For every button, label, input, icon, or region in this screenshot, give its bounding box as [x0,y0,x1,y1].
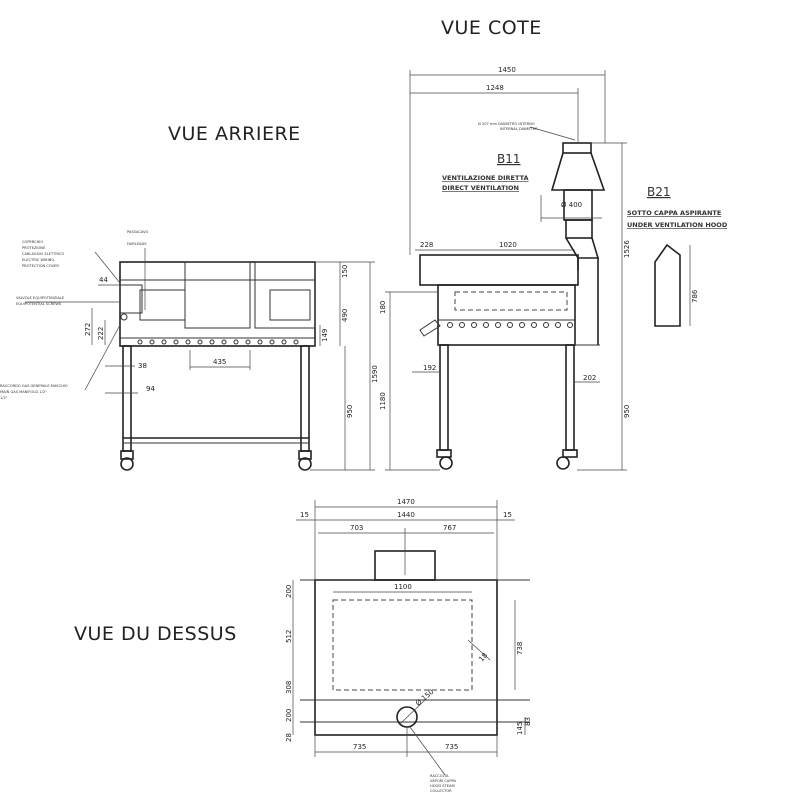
note-equipotential-en: EQUIPOTENTIAL SCREWS [16,302,62,306]
dim-222: 222 [97,327,105,340]
dim-202: 202 [583,374,596,382]
dim-1020: 1020 [499,241,517,249]
side-view: Ø 400 786 Ø 207 mm DIAMETRO INTERNO INTE… [379,66,728,471]
dim-200-bottom: 200 [285,709,293,722]
title-top-view: VUE DU DESSUS [74,623,237,645]
note-b11-en: DIRECT VENTILATION [442,184,519,192]
note-gas-it: RACCORDO GAS GENERALE MASCHIO [0,384,68,388]
title-side-view: VUE COTE [441,17,542,39]
dim-83: 83 [524,717,532,726]
side-wheel-right [556,456,570,470]
dim-228: 228 [420,241,433,249]
note-b21-it: SOTTO CAPPA ASPIRANTE [627,209,721,217]
dim-28: 28 [285,733,293,742]
dim-786: 786 [691,289,699,303]
dim-735-left: 735 [353,743,366,751]
rear-panel-right [254,261,316,329]
label-b21: B21 [647,185,671,199]
dim-145: 145 [516,722,524,735]
dim-18: 18 [477,651,489,663]
dim-192: 192 [423,364,436,372]
dim-1450: 1450 [498,66,516,74]
top-view: RACCOLTA VAPORI CAPPA HOOD STEAM COLLECT… [285,498,532,793]
dim-435: 435 [213,358,226,366]
note-fairlead-it: PASSACAVO [127,230,149,234]
note-cover-en-2: PROTECTION COVER [22,264,59,268]
dim-735-right: 735 [445,743,458,751]
top-grill-area [332,599,473,691]
note-cover-it: COPERCHIO [22,240,43,244]
note-collector-it-2: VAPORI CAPPA [430,779,456,783]
title-rear-view: VUE ARRIERE [168,123,301,145]
b21-hood [654,243,681,327]
note-collector-it-1: RACCOLTA [430,774,449,778]
dim-1248: 1248 [486,84,504,92]
note-collector-en-2: COLLECTOR [430,789,452,793]
top-outline [314,579,498,736]
side-counter [419,254,579,286]
dim-272: 272 [84,323,92,336]
dim-950-rear: 950 [346,405,354,418]
rear-body [119,261,316,347]
dim-1470: 1470 [397,498,415,506]
dim-94: 94 [146,385,155,393]
dim-767: 767 [443,524,456,532]
dim-308: 308 [285,681,293,694]
note-fairlead-en: FAIRLEADS [127,242,147,246]
dim-703: 703 [350,524,363,532]
rear-burner-row [137,339,299,345]
dim-1526: 1526 [623,240,631,258]
note-cover-en: ELECTRIC WIRING [22,258,54,262]
note-b11-it: VENTILAZIONE DIRETTA [442,174,529,182]
dim-150: 150 [341,265,349,278]
note-b21-en: UNDER VENTILATION HOOD [627,221,728,229]
b11-hood [550,142,606,345]
rear-panel-left [184,261,251,329]
dim-diameter-150: Ø 150 [414,688,435,708]
dim-38: 38 [138,362,147,370]
dim-512: 512 [285,630,293,643]
note-collector-en-1: HOOD STEAM [430,784,455,788]
dim-180: 180 [379,301,387,314]
note-gas-en-2: 1/2" [0,396,8,400]
dim-15-left: 15 [300,511,309,519]
note-diameter-en: INTERNAL DIAMETER [500,127,538,131]
note-cover-it-3: CABLAGGIO ELETTRICO [22,252,64,256]
note-diameter-it: Ø 207 mm DIAMETRO INTERNO [478,121,535,126]
label-b11: B11 [497,152,521,166]
dim-738: 738 [516,642,524,655]
rear-wheel-right [298,457,312,471]
dim-1590: 1590 [371,365,379,383]
dim-diameter-400: Ø 400 [561,201,582,209]
side-knob-row [447,322,573,328]
dim-15-right: 15 [503,511,512,519]
dim-950-side: 950 [623,405,631,418]
side-wheel-left [439,456,453,470]
dim-1440: 1440 [397,511,415,519]
dim-490: 490 [341,309,349,322]
note-equipotential-it: VALVOLE EQUIPOTENZIALE [16,296,65,300]
side-grill-box [437,284,576,346]
dim-1180: 1180 [379,392,387,410]
note-gas-en: MAIN GAS MANIFOLD 1/2" [0,390,47,394]
rear-wheel-left [120,457,134,471]
dim-1100: 1100 [394,583,412,591]
note-cover-it-2: PROTEZIONE [22,246,46,250]
dim-44: 44 [99,276,108,284]
rear-view: COPERCHIO PROTEZIONE CABLAGGIO ELETTRICO… [0,230,379,471]
dim-200-top: 200 [285,585,293,598]
dim-149: 149 [321,329,329,342]
